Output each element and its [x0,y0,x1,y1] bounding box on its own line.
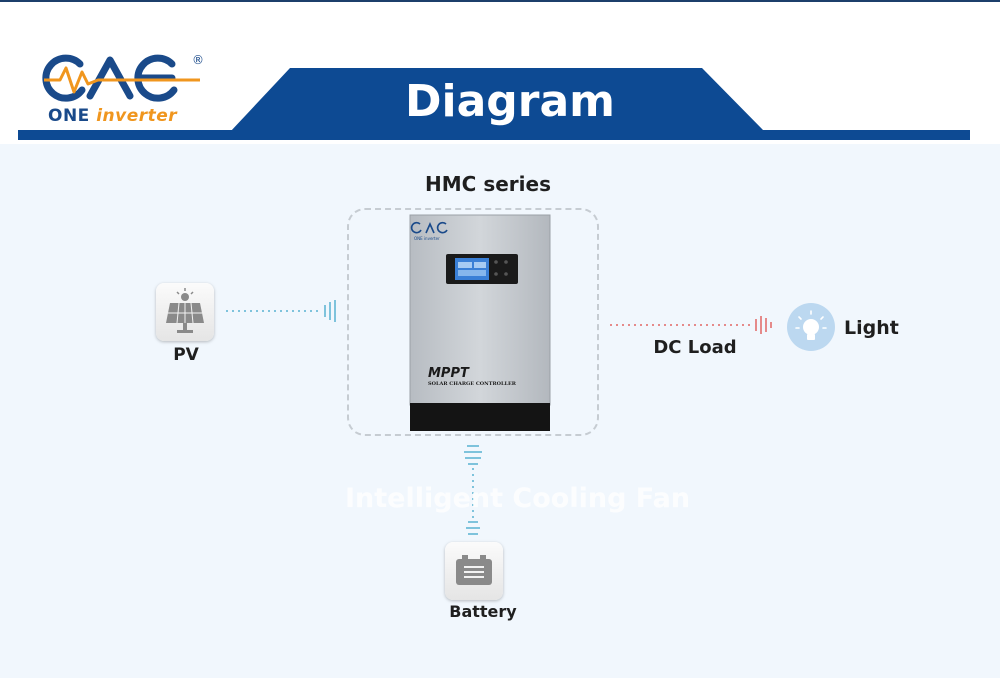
dc-load-connection-line [610,316,772,334]
battery-icon [456,555,492,585]
logo-inverter: inverter [96,106,178,126]
device-subtitle: SOLAR CHARGE CONTROLLER [428,381,517,387]
device-brand-text: ONE inverter [414,236,440,241]
logo-text: ONE inverter [48,106,177,126]
battery-tile [445,542,503,600]
charge-controller-device: ONE inverter MPPT SOLAR CHARGE CONTROLLE… [409,214,551,431]
registered-mark: ® [192,53,204,67]
dc-load-label: DC Load [653,337,737,358]
device-lcd-screen [455,258,489,280]
header: Diagram ® ONE inverter [0,0,1000,144]
light-bulb-icon [795,310,827,340]
device-bottom-panel [410,403,550,431]
logo-wave-icon: ® [42,53,204,102]
battery-connection-line [464,445,482,535]
banner-title: Diagram [404,76,616,127]
diagram-title: HMC series [425,172,551,196]
logo: ® ONE inverter [40,50,220,130]
light-node [787,303,835,351]
device-mppt-label: MPPT [428,366,470,381]
device-logo-icon [410,221,448,234]
logo-one: ONE [48,106,90,126]
watermark-text: Intelligent Cooling Fan [345,483,691,514]
pv-connection-line [226,300,336,322]
pv-label: PV [173,345,199,365]
top-line [0,0,1000,2]
solar-panel-icon [166,288,204,333]
battery-label: Battery [449,602,517,621]
pv-tile [156,283,214,341]
header-banner [18,68,970,140]
light-label: Light [844,317,899,339]
device-dashed-frame [347,208,599,436]
